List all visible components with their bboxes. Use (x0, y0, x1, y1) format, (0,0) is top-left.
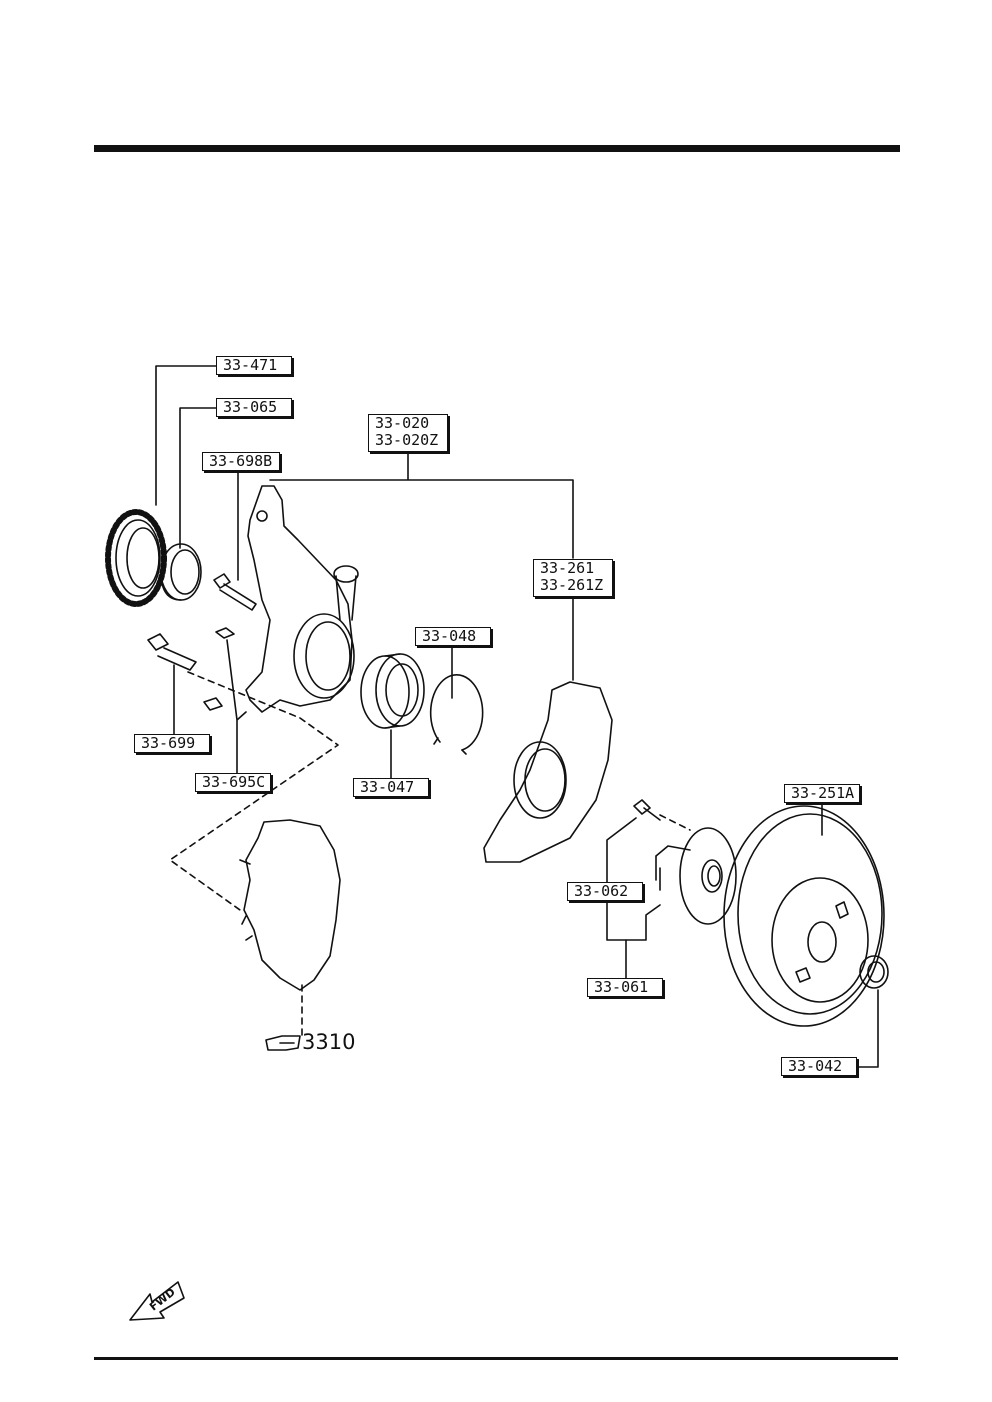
label-33-251a: 33-251A (784, 784, 860, 803)
hub-bolt-33-062 (633, 799, 661, 821)
brake-caliper (239, 819, 341, 991)
wheel-bearing-33-047 (360, 653, 425, 729)
leader-33-020 (269, 449, 574, 559)
pointing-hand-icon (265, 1035, 301, 1051)
dashed-link-bolts (169, 671, 339, 911)
bottom-rule (94, 1357, 898, 1360)
leader-33-042 (857, 989, 879, 1068)
label-33-062: 33-062 (567, 882, 643, 901)
label-33-261-group: 33-261 33-261Z (533, 559, 613, 597)
label-33-065: 33-065 (216, 398, 292, 417)
label-33-261: 33-261 (540, 559, 595, 577)
label-33-261z: 33-261Z (540, 576, 604, 594)
section-reference: 3310 (302, 1030, 356, 1054)
label-33-698b: 33-698B (202, 452, 280, 471)
leader-33-062 (606, 817, 661, 941)
clip-33-695c (203, 627, 235, 711)
leader-33-471 (155, 365, 217, 506)
hub-nut-33-042 (859, 955, 889, 989)
bolt-33-698b (213, 573, 257, 611)
label-33-020z: 33-020Z (375, 431, 439, 449)
label-33-020-group: 33-020 33-020Z (368, 414, 448, 452)
dashed-link-hub-bolt (659, 814, 691, 831)
brake-disc-33-251a (723, 805, 885, 1027)
label-33-471: 33-471 (216, 356, 292, 375)
oil-seal-33-065 (160, 543, 202, 601)
bolt-33-699 (147, 633, 197, 671)
label-33-042: 33-042 (781, 1057, 857, 1076)
leader-33-695c (226, 639, 247, 774)
fwd-arrow-icon (129, 1281, 185, 1321)
top-rule (94, 145, 900, 152)
label-33-020: 33-020 (375, 414, 430, 432)
tone-ring-33-471 (105, 509, 167, 607)
label-33-047: 33-047 (353, 778, 429, 797)
label-33-061: 33-061 (587, 978, 663, 997)
label-33-695c: 33-695C (195, 773, 271, 792)
dust-shield-33-261 (483, 681, 613, 863)
leader-33-065 (179, 407, 217, 549)
wheel-hub-33-061 (655, 827, 737, 925)
steering-knuckle-33-020 (245, 485, 359, 713)
snap-ring-33-048 (429, 674, 484, 755)
label-33-699: 33-699 (134, 734, 210, 753)
label-33-048: 33-048 (415, 627, 491, 646)
